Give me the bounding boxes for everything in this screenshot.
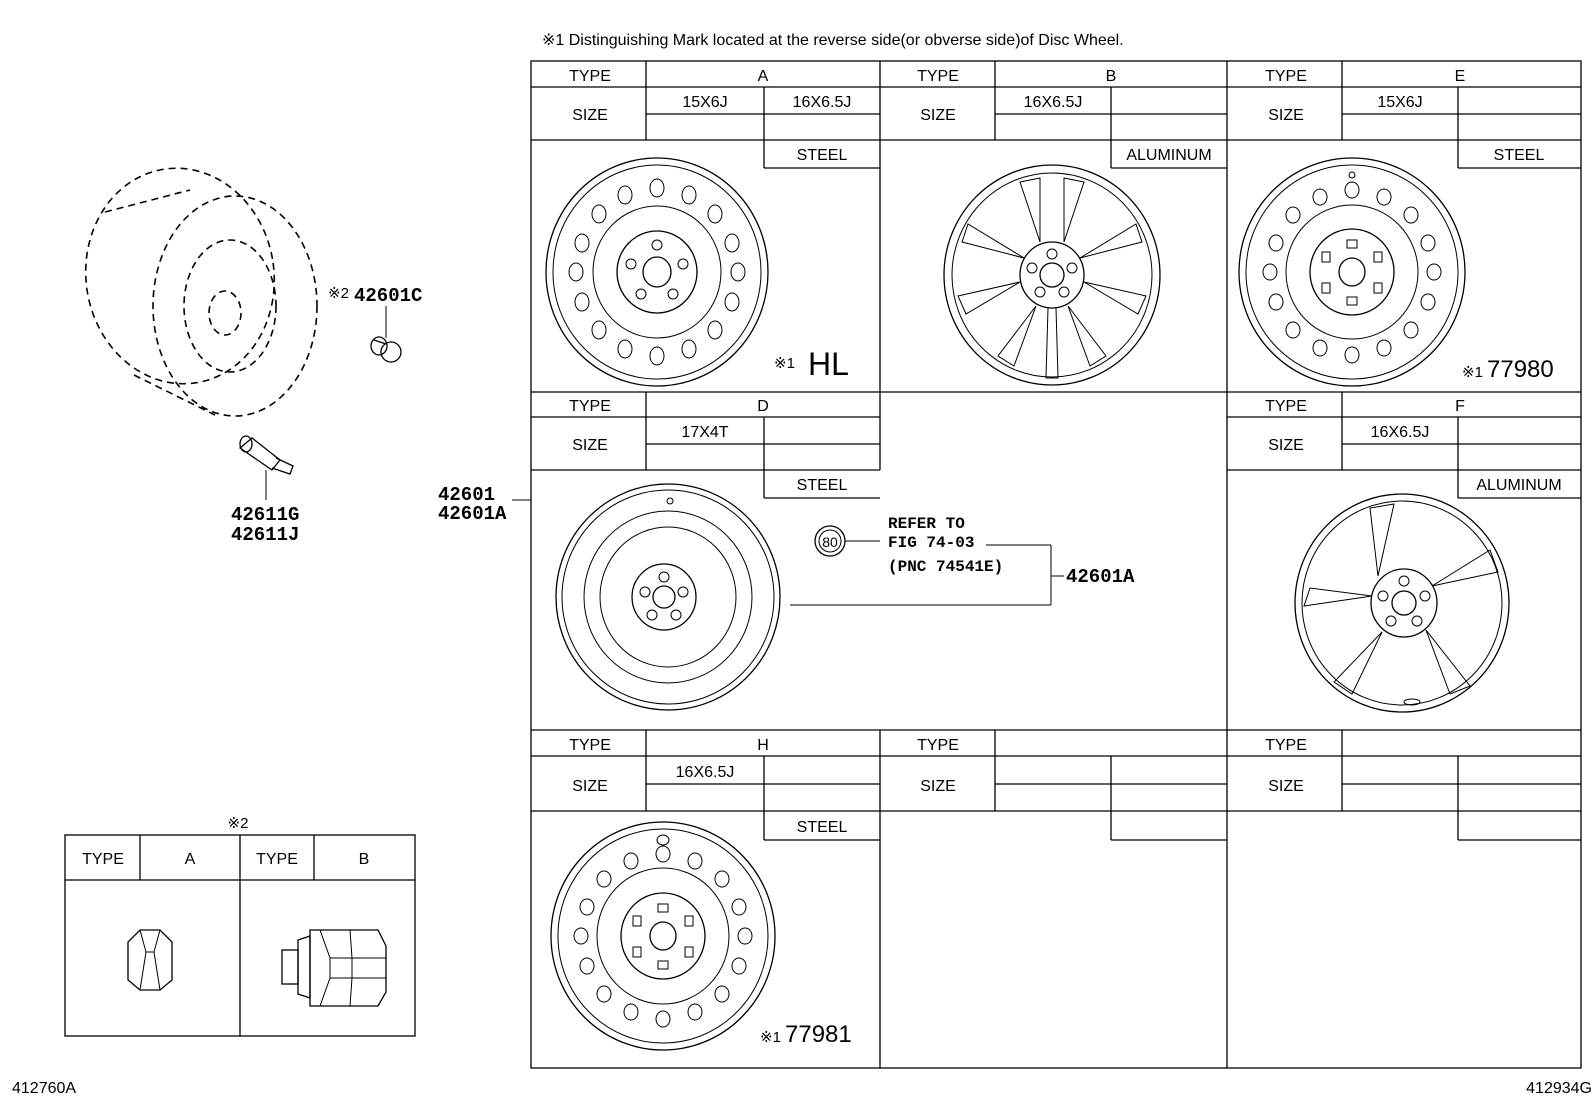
type-label: TYPE bbox=[569, 398, 611, 415]
material-value: ALUMINUM bbox=[1126, 147, 1211, 164]
size-label: SIZE bbox=[1268, 107, 1304, 124]
size-label: SIZE bbox=[1268, 437, 1304, 454]
tire-drawing bbox=[84, 167, 318, 417]
nut-type-label-a: TYPE bbox=[82, 851, 124, 868]
valve-stem-icon bbox=[238, 435, 294, 500]
material-value: STEEL bbox=[797, 477, 848, 494]
wheel-cell-a: TYPE A SIZE 15X6J 16X6.5J STEEL bbox=[531, 61, 880, 387]
refer-badge: 80 bbox=[822, 534, 838, 550]
size-value: 16X6.5J bbox=[676, 764, 735, 781]
lug-nut-part-number: 42601C bbox=[354, 285, 422, 307]
mark-note: ※1 bbox=[774, 355, 795, 372]
nut-a-icon bbox=[127, 929, 173, 991]
material-value: STEEL bbox=[797, 147, 848, 164]
size-value: 16X6.5J bbox=[1024, 94, 1083, 111]
type-label: TYPE bbox=[1265, 737, 1307, 754]
distinguishing-mark-a: HL bbox=[808, 346, 849, 382]
size-label: SIZE bbox=[572, 778, 608, 795]
size-value: 16X6.5J bbox=[1371, 424, 1430, 441]
nut-type-table: ※2 TYPE A TYPE B bbox=[64, 815, 416, 1037]
wheel-cell-e: TYPE E SIZE 15X6J STEEL bbox=[1227, 61, 1581, 387]
figure-ref-left: 412760A bbox=[12, 1080, 76, 1097]
valve-part-number-a: 42611G bbox=[231, 504, 299, 526]
size-label: SIZE bbox=[1268, 778, 1304, 795]
nut-b-icon bbox=[281, 929, 387, 1007]
type-value: B bbox=[1106, 68, 1117, 85]
wheel-cell-h: TYPE H SIZE 16X6.5J STEEL bbox=[531, 730, 880, 1051]
type-label: TYPE bbox=[917, 737, 959, 754]
lug-nut-note-mark: ※2 bbox=[328, 285, 349, 302]
alloy-wheel-b-icon bbox=[943, 164, 1161, 386]
mark-note: ※1 bbox=[760, 1029, 781, 1046]
size-label: SIZE bbox=[572, 107, 608, 124]
material-value: ALUMINUM bbox=[1476, 477, 1561, 494]
wheel-cell-b: TYPE B SIZE 16X6.5J ALUMINUM bbox=[880, 61, 1227, 386]
refer-line-2: FIG 74-03 bbox=[888, 534, 974, 552]
figure-ref-right: 412934G bbox=[1526, 1080, 1592, 1097]
refer-callout: 80 REFER TO FIG 74-03 (PNC 74541E) 42601… bbox=[790, 515, 1135, 606]
wheel-cell-f: TYPE F SIZE 16X6.5J ALUMINUM bbox=[1227, 392, 1581, 713]
mark-note: ※1 bbox=[1462, 364, 1483, 381]
lug-nut-icon bbox=[370, 306, 402, 363]
nut-table-title: ※2 bbox=[228, 815, 249, 832]
type-label: TYPE bbox=[1265, 68, 1307, 85]
type-label: TYPE bbox=[569, 68, 611, 85]
wheel-part-number-a: 42601 bbox=[438, 484, 495, 506]
size-label: SIZE bbox=[920, 107, 956, 124]
type-label: TYPE bbox=[569, 737, 611, 754]
distinguishing-mark-note: ※1 Distinguishing Mark located at the re… bbox=[542, 32, 1124, 49]
type-value: F bbox=[1455, 398, 1465, 415]
steel-wheel-a-icon bbox=[545, 157, 769, 387]
size-label: SIZE bbox=[572, 437, 608, 454]
nut-type-value-a: A bbox=[185, 851, 196, 868]
steel-wheel-e-icon bbox=[1238, 157, 1466, 387]
distinguishing-mark-h: 77981 bbox=[785, 1021, 852, 1048]
wheel-cell-empty-2: TYPE SIZE bbox=[1227, 730, 1581, 841]
size-value: 15X6J bbox=[1377, 94, 1422, 111]
size-value: 17X4T bbox=[681, 424, 728, 441]
alloy-wheel-f-icon bbox=[1294, 493, 1510, 713]
type-value: A bbox=[758, 68, 769, 85]
type-label: TYPE bbox=[917, 68, 959, 85]
refer-part-number: 42601A bbox=[1066, 566, 1135, 588]
size-label: SIZE bbox=[920, 778, 956, 795]
wheel-grid bbox=[530, 60, 1582, 1069]
valve-part-number-b: 42611J bbox=[231, 524, 299, 546]
material-value: STEEL bbox=[1494, 147, 1545, 164]
nut-type-label-b: TYPE bbox=[256, 851, 298, 868]
type-label: TYPE bbox=[1265, 398, 1307, 415]
type-value: D bbox=[757, 398, 769, 415]
refer-line-3: (PNC 74541E) bbox=[888, 558, 1003, 576]
type-value: E bbox=[1455, 68, 1466, 85]
distinguishing-mark-e: 77980 bbox=[1487, 356, 1554, 383]
refer-line-1: REFER TO bbox=[888, 515, 965, 533]
nut-type-value-b: B bbox=[359, 851, 370, 868]
material-value: STEEL bbox=[797, 819, 848, 836]
spare-wheel-d-icon bbox=[555, 483, 781, 711]
size-value: 16X6.5J bbox=[793, 94, 852, 111]
wheel-cell-empty-1: TYPE SIZE bbox=[880, 730, 1227, 841]
wheel-cell-d: TYPE D SIZE 17X4T STEEL 80 REFER TO FIG … bbox=[531, 392, 1135, 711]
wheel-part-number-b: 42601A bbox=[438, 503, 507, 525]
type-value: H bbox=[757, 737, 769, 754]
steel-wheel-h-icon bbox=[550, 821, 776, 1051]
size-value: 15X6J bbox=[682, 94, 727, 111]
